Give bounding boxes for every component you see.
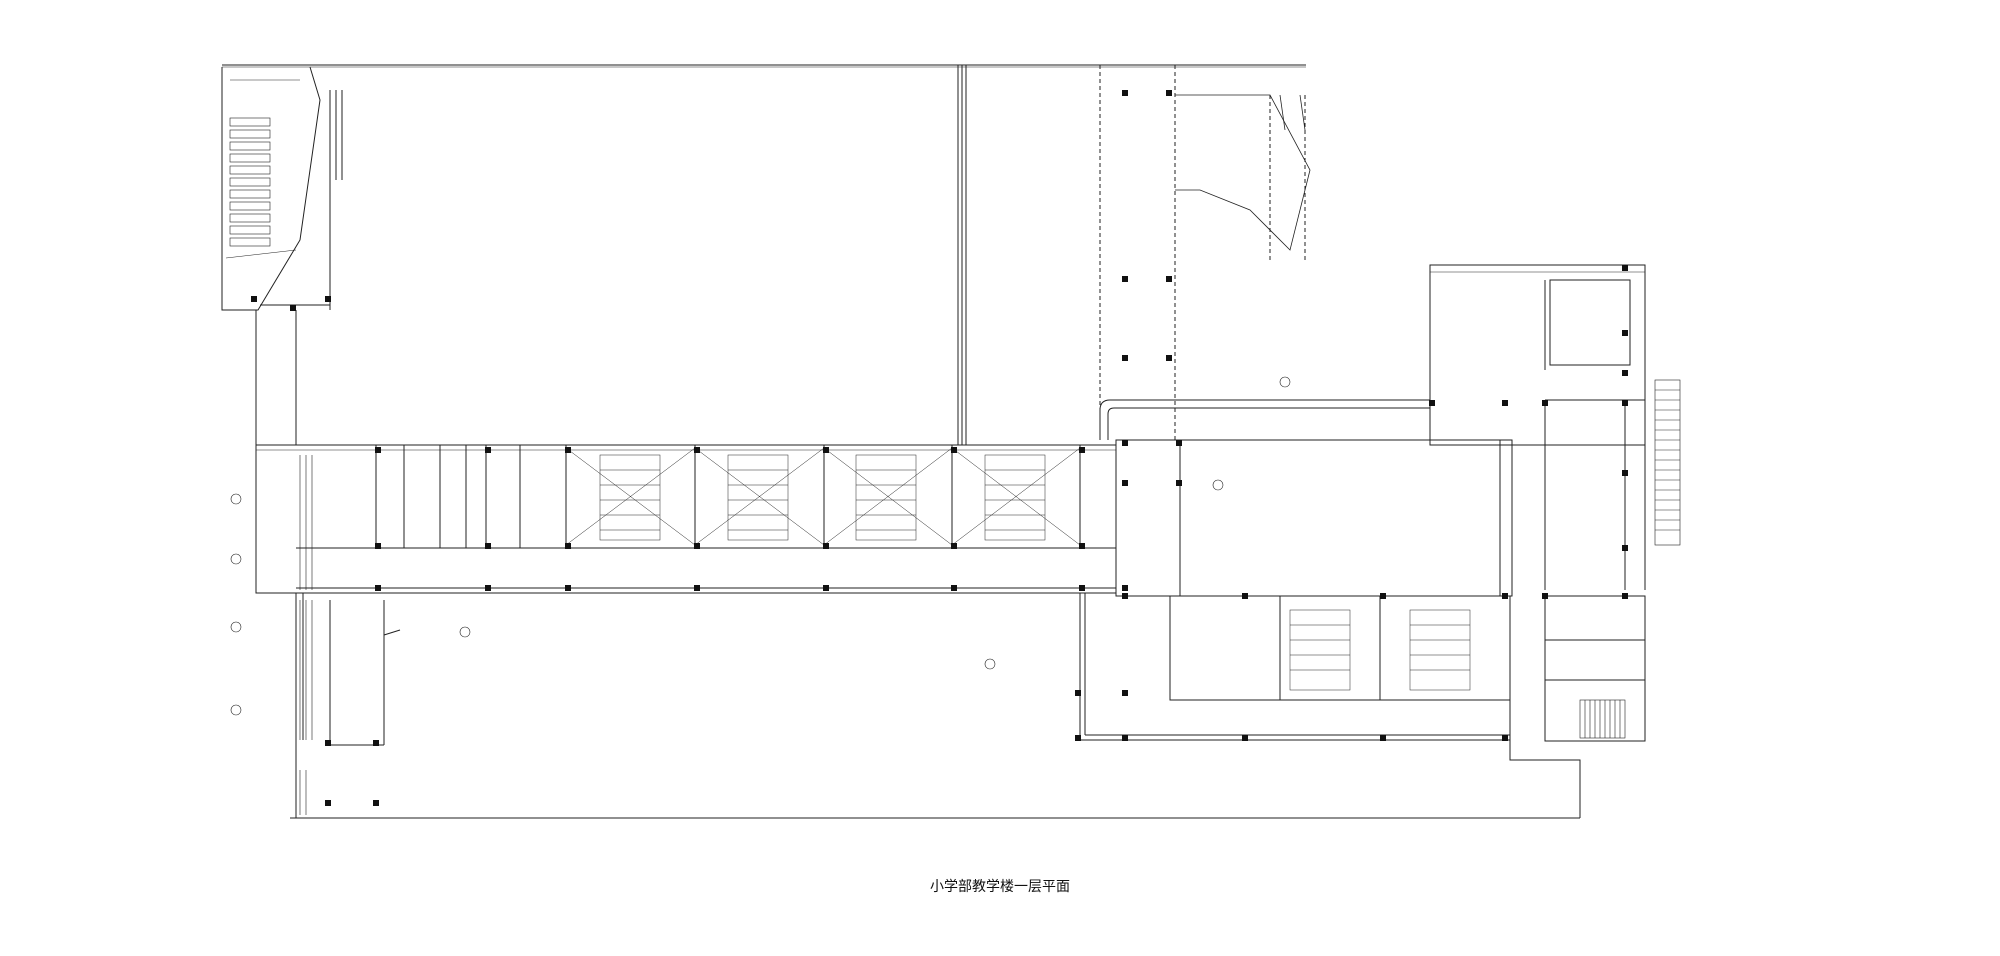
central-corridor-lines xyxy=(957,65,967,445)
south-courtyard-outline xyxy=(1079,593,1581,818)
central-hall xyxy=(1115,439,1513,597)
site-boundary-top xyxy=(222,64,1580,819)
auditorium-seats xyxy=(229,117,271,247)
south-east-wing xyxy=(1169,595,1646,742)
west-south-wing xyxy=(295,593,401,818)
north-classroom-desks xyxy=(565,447,1081,546)
south-east-stair xyxy=(1579,699,1626,739)
north-wing-rooms xyxy=(375,445,1081,548)
upper-right-canopy xyxy=(1099,65,1306,440)
section-markers xyxy=(230,376,1291,716)
east-block-upper xyxy=(1429,264,1646,590)
east-external-stair xyxy=(1654,379,1681,546)
drawing-title: 小学部教学楼一层平面 xyxy=(930,879,1070,895)
auditorium-wedge xyxy=(221,66,343,311)
south-east-classroom-desks xyxy=(1289,609,1471,691)
structural-columns xyxy=(251,90,1628,806)
north-wing-outline xyxy=(255,444,1117,594)
west-steps xyxy=(299,455,313,815)
